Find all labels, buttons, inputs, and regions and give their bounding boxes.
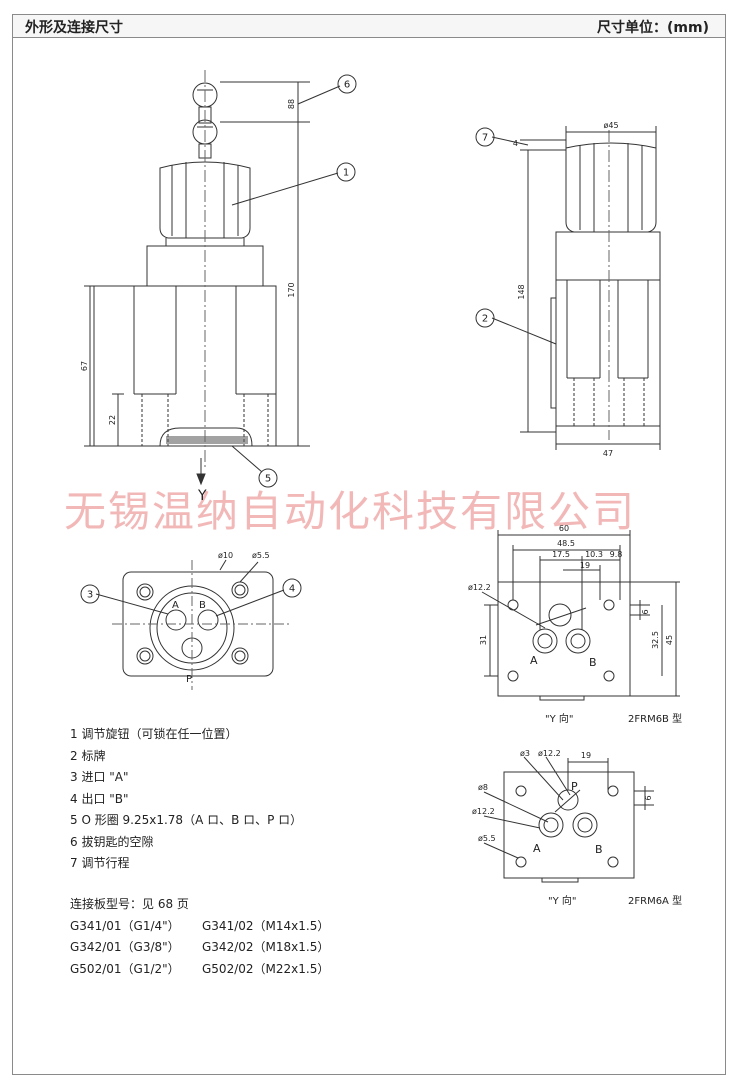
legend-item: 4 出口 "B" <box>70 791 129 806</box>
port-a-6b: A <box>530 654 538 667</box>
dim-47: 47 <box>603 449 613 458</box>
dim-67: 67 <box>80 361 89 371</box>
header-title: 外形及连接尺寸 <box>25 20 123 36</box>
port-p-label: P <box>186 674 192 685</box>
plate-code: G341/01（G1/4"） <box>70 918 180 933</box>
watermark-text: 无锡温纳自动化科技有限公司 <box>64 487 637 536</box>
side-view-drawing <box>84 70 357 488</box>
dim-9-8: 9.8 <box>610 550 623 559</box>
port-a-label: A <box>172 600 179 611</box>
dim-dia12-2: ø12.2 <box>468 583 491 592</box>
legend-item: 7 调节行程 <box>70 856 130 870</box>
port-b-6a: B <box>595 843 603 856</box>
plate-code: G341/02（M14x1.5） <box>202 918 330 933</box>
port-b-label: B <box>199 600 206 611</box>
dim-dia3: ø3 <box>520 749 530 758</box>
callout-6: 6 <box>344 80 350 91</box>
content-frame <box>12 38 726 1075</box>
legend-item: 6 拔钥匙的空隙 <box>70 834 154 849</box>
dim-32-5: 32.5 <box>651 631 660 649</box>
dim-4: 4 <box>513 139 518 148</box>
dim-dia12-2-b: ø12.2 <box>472 807 495 816</box>
dim-19: 19 <box>580 561 590 570</box>
arrow-label-y: Y <box>197 488 207 504</box>
legend-item: 3 进口 "A" <box>70 770 129 784</box>
header-unit: 尺寸单位：(mm) <box>597 20 709 36</box>
dim-31: 31 <box>479 635 488 645</box>
front-view-drawing <box>475 126 661 450</box>
dim-60: 60 <box>559 524 569 533</box>
legend-list: 1 调节旋钮（可锁在任一位置） 2 标牌 3 进口 "A" 4 出口 "B" 5… <box>70 724 302 875</box>
dim-dia55: ø5.5 <box>252 551 270 560</box>
dim-6-6a: 6 <box>644 795 653 800</box>
view-6b-type: 2FRM6B 型 <box>628 714 683 725</box>
dim-dia10: ø10 <box>218 551 233 560</box>
dim-dia5-5: ø5.5 <box>478 834 496 843</box>
port-b-6b: B <box>589 656 597 669</box>
plate-row: G502/01（G1/2"） G502/02（M22x1.5） <box>70 959 329 981</box>
legend-item: 1 调节旋钮（可锁在任一位置） <box>70 727 238 741</box>
plate-code: G502/01（G1/2"） <box>70 961 180 976</box>
port-p-6a: P <box>571 780 578 793</box>
dim-45: 45 <box>665 635 674 645</box>
plates-title: 连接板型号：见 68 页 <box>70 897 189 911</box>
top-view-drawing <box>80 559 302 690</box>
callout-1: 1 <box>343 168 349 179</box>
dim-19-6a: 19 <box>581 751 591 760</box>
plate-code: G342/02（M18x1.5） <box>202 940 330 954</box>
dim-gap: 88 <box>287 99 296 109</box>
plate-row: G342/01（G3/8"） G342/02（M18x1.5） <box>70 937 329 959</box>
dim-10-3: 10.3 <box>585 550 603 559</box>
view-6a-label: "Y 向" <box>548 896 577 907</box>
dim-dia12-2-a: ø12.2 <box>538 749 561 758</box>
view-6b-drawing <box>481 530 680 701</box>
callout-7: 7 <box>482 133 488 144</box>
plate-code: G502/02（M22x1.5） <box>202 961 330 976</box>
legend-item: 2 标牌 <box>70 748 106 763</box>
view-6a-type: 2FRM6A 型 <box>628 896 683 907</box>
callout-5: 5 <box>265 474 271 485</box>
header-bar: 外形及连接尺寸 尺寸单位：(mm) <box>12 14 726 38</box>
dim-dia45: ø45 <box>603 121 618 130</box>
callout-4: 4 <box>289 584 295 595</box>
dim-22: 22 <box>108 415 117 425</box>
dim-total: 170 <box>287 282 296 297</box>
dim-148: 148 <box>517 284 526 299</box>
callout-2: 2 <box>482 314 488 325</box>
dim-dia8: ø8 <box>478 783 488 792</box>
callout-3: 3 <box>87 590 93 601</box>
legend-item: 5 O 形圈 9.25x1.78（A ロ、B ロ、P ロ） <box>70 813 303 827</box>
plates-list: 连接板型号：见 68 页 G341/01（G1/4"） G341/02（M14x1… <box>70 894 329 980</box>
port-a-6a: A <box>533 842 541 855</box>
plate-code: G342/01（G3/8"） <box>70 940 180 954</box>
view-6a-drawing <box>483 756 654 883</box>
dim-6: 6 <box>641 609 650 614</box>
plate-row: G341/01（G1/4"） G341/02（M14x1.5） <box>70 916 329 938</box>
dim-48-5: 48.5 <box>557 539 575 548</box>
view-6b-label: "Y 向" <box>545 714 574 725</box>
dim-17-5: 17.5 <box>552 550 570 559</box>
